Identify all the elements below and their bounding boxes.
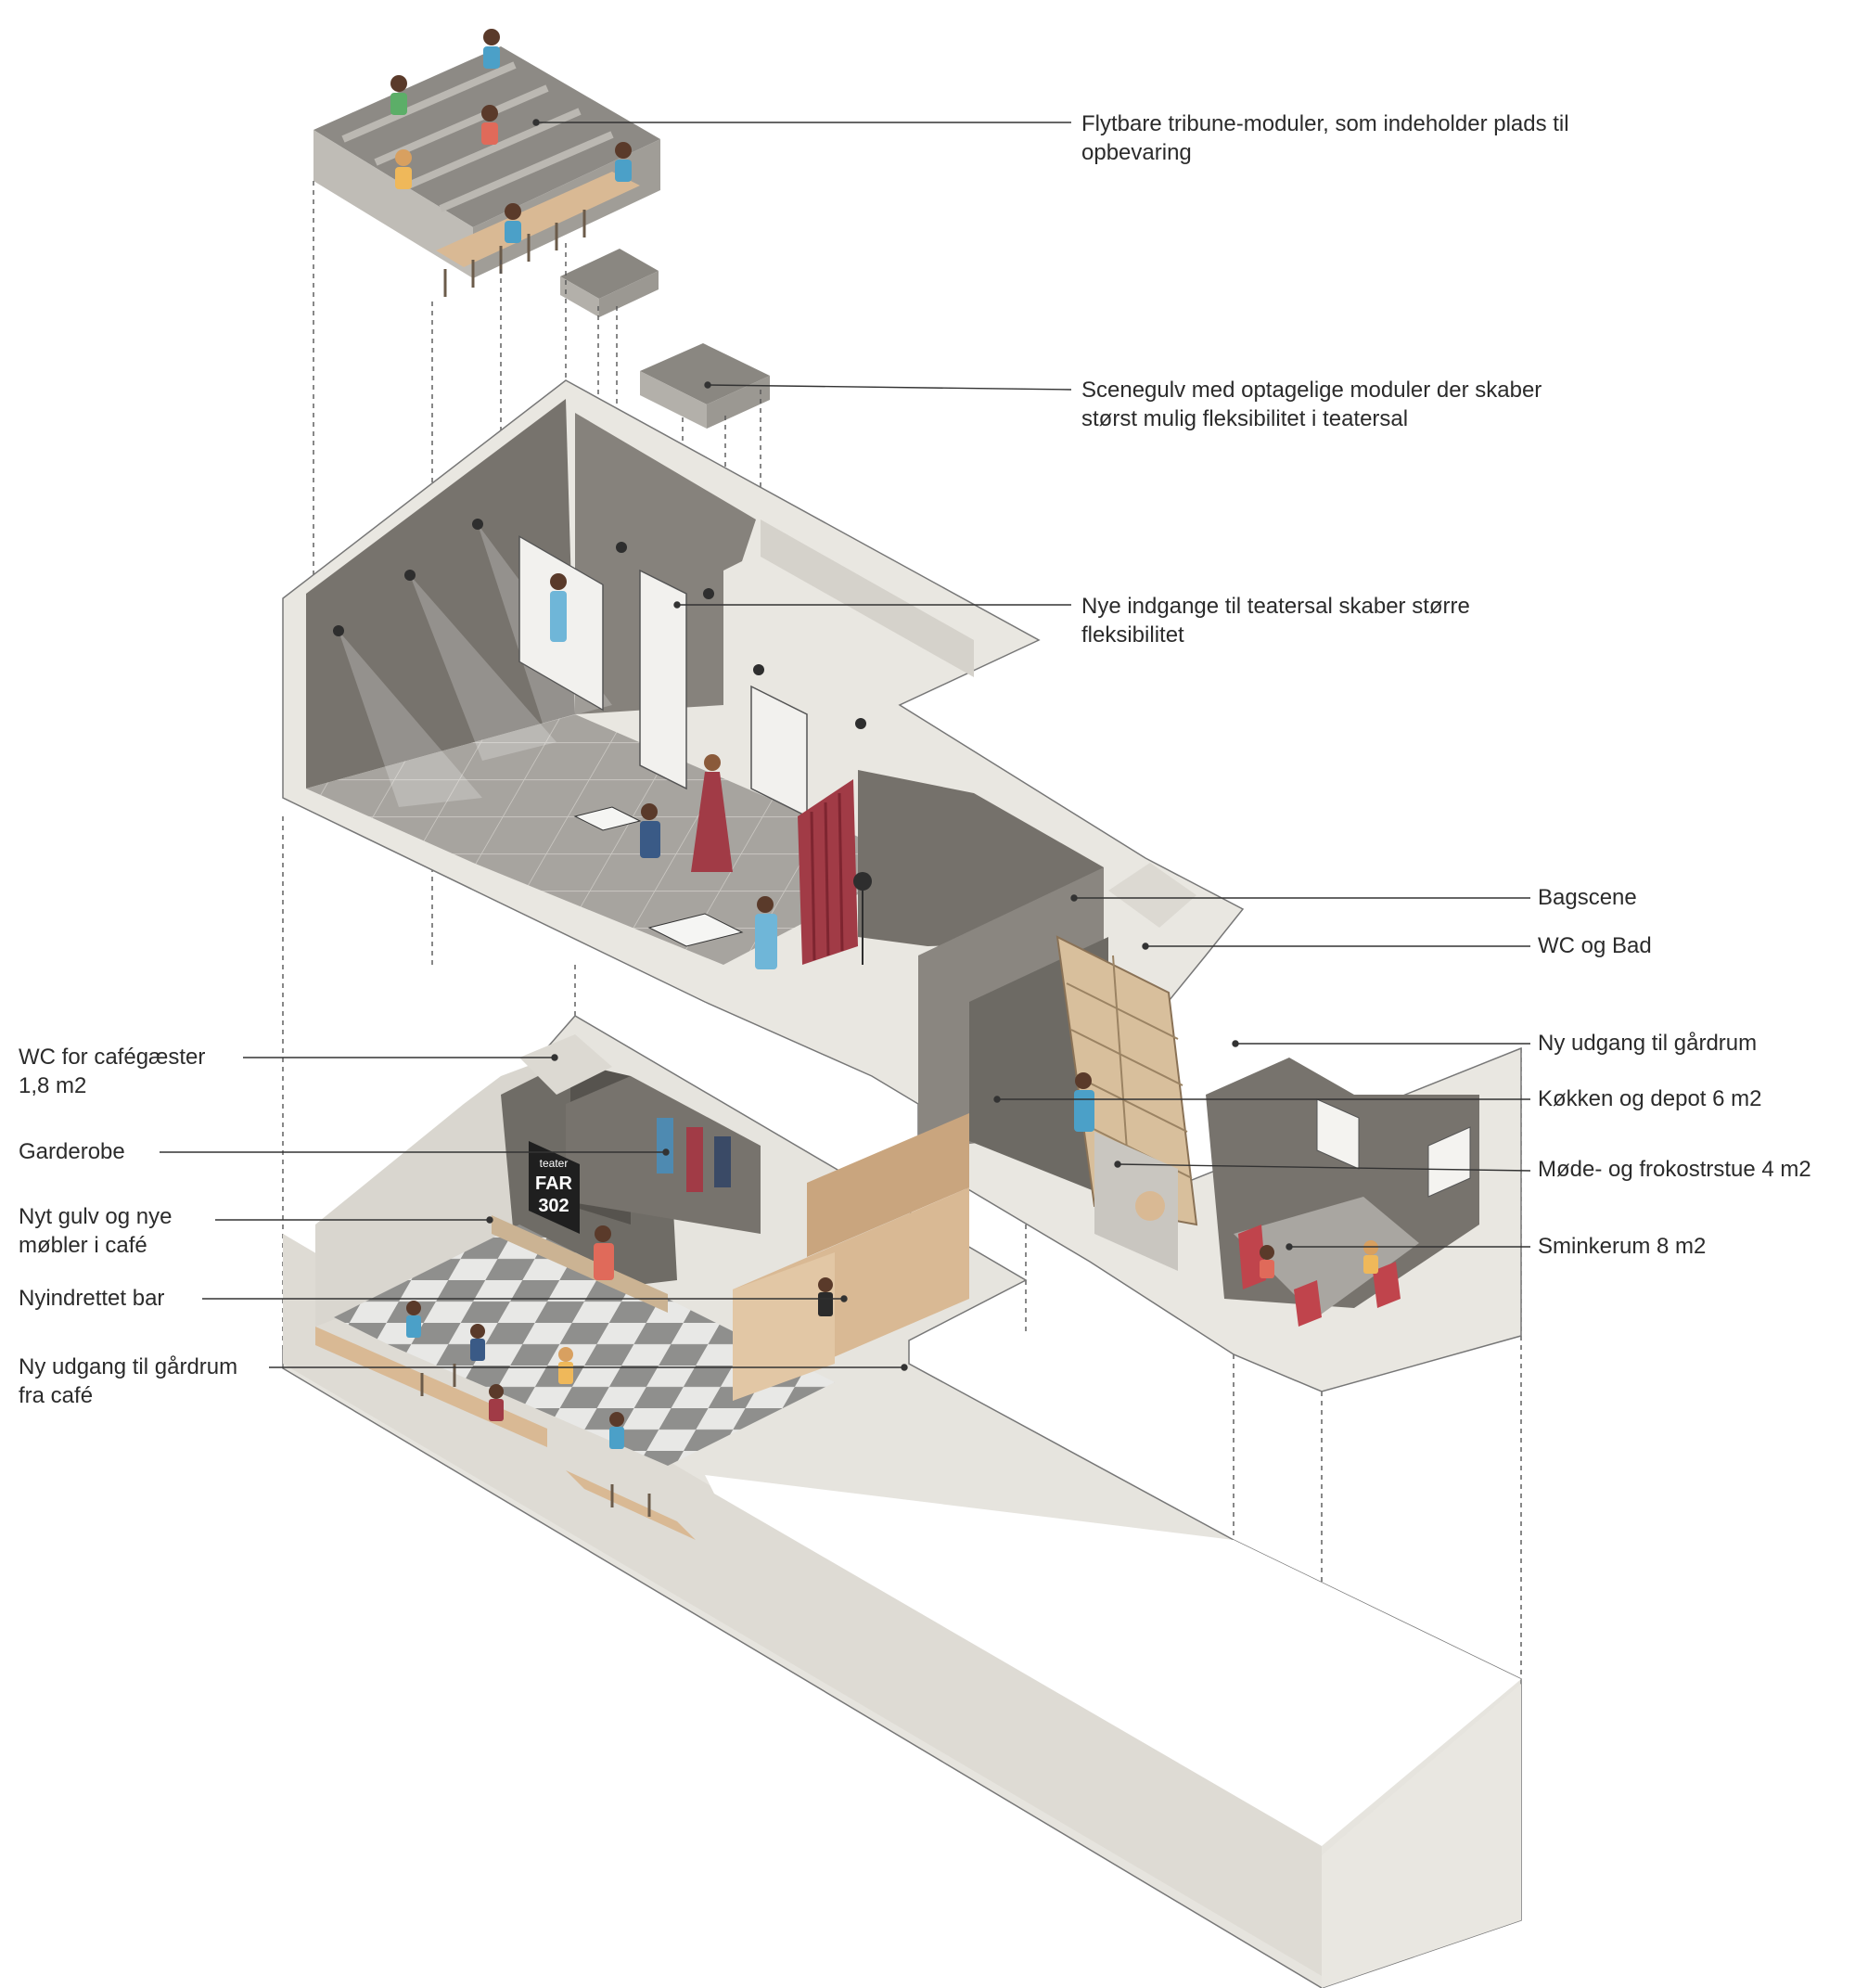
- poster-line-1: teater: [540, 1157, 569, 1170]
- label-line: 1,8 m2: [19, 1073, 87, 1098]
- label-meeting-room: Møde- og frokostrstue 4 m2: [1538, 1155, 1811, 1184]
- label-line: møbler i café: [19, 1233, 147, 1258]
- label-line: Køkken og depot 6 m2: [1538, 1086, 1762, 1111]
- label-new-entrances: Nye indgange til teatersal skaber større…: [1081, 592, 1470, 649]
- label-bagscene: Bagscene: [1538, 883, 1637, 912]
- audience-figures: [390, 29, 632, 243]
- label-line: Ny udgang til gårdrum: [1538, 1031, 1758, 1056]
- label-line: fra café: [19, 1383, 94, 1408]
- label-line: Scenegulv med optagelige moduler der ska…: [1081, 378, 1542, 403]
- label-kitchen-depot: Køkken og depot 6 m2: [1538, 1084, 1761, 1113]
- poster-line-2: FAR: [535, 1174, 573, 1194]
- label-line: Nyt gulv og nye: [19, 1204, 173, 1229]
- stage-floor-module: [640, 343, 770, 429]
- label-line: størst mulig fleksibilitet i teatersal: [1081, 406, 1409, 431]
- theatre-level: [282, 379, 1522, 1392]
- label-line: WC for cafégæster: [19, 1045, 206, 1070]
- label-dressing-room: Sminkerum 8 m2: [1538, 1232, 1706, 1261]
- cafe-level: teater FAR 302: [282, 1015, 1522, 1988]
- poster-line-3: 302: [538, 1196, 569, 1216]
- leader-lines: [160, 119, 1531, 1371]
- label-wc-bad: WC og Bad: [1538, 931, 1652, 960]
- label-line: Sminkerum 8 m2: [1538, 1234, 1707, 1259]
- label-cafe-wc: WC for cafégæster 1,8 m2: [19, 1043, 205, 1100]
- label-line: Nye indgange til teatersal skaber større: [1081, 594, 1470, 619]
- label-stage-floor: Scenegulv med optagelige moduler der ska…: [1081, 376, 1542, 433]
- label-line: Flytbare tribune-moduler, som indeholder…: [1081, 111, 1569, 136]
- label-cafe-exit-courtyard: Ny udgang til gårdrum fra café: [19, 1353, 237, 1410]
- label-line: Garderobe: [19, 1139, 125, 1164]
- label-line: WC og Bad: [1538, 933, 1652, 958]
- tribune-modules: [313, 46, 660, 317]
- label-new-floor-furniture: Nyt gulv og nye møbler i café: [19, 1202, 172, 1260]
- label-line: Ny udgang til gårdrum: [19, 1354, 238, 1379]
- label-garderobe: Garderobe: [19, 1137, 125, 1166]
- label-line: opbevaring: [1081, 140, 1192, 165]
- label-line: fleksibilitet: [1081, 622, 1184, 648]
- label-line: Bagscene: [1538, 885, 1637, 910]
- label-line: Møde- og frokostrstue 4 m2: [1538, 1157, 1811, 1182]
- label-line: Nyindrettet bar: [19, 1286, 165, 1311]
- label-new-exit-courtyard: Ny udgang til gårdrum: [1538, 1029, 1757, 1058]
- teater-far-302-poster: teater FAR 302: [529, 1141, 580, 1234]
- label-tribune-modules: Flytbare tribune-moduler, som indeholder…: [1081, 109, 1569, 167]
- label-new-bar: Nyindrettet bar: [19, 1284, 164, 1313]
